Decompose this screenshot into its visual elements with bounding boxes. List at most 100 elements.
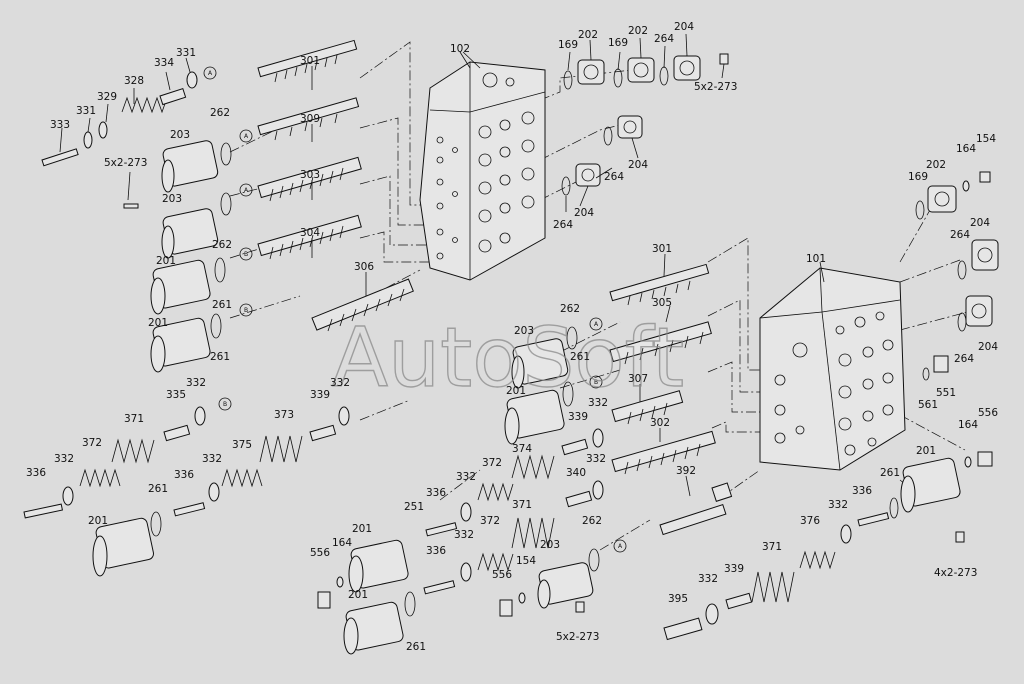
label-201: 201: [156, 255, 176, 267]
label-303: 303: [300, 169, 320, 181]
label-339: 339: [310, 389, 330, 401]
label-305: 305: [652, 297, 672, 309]
label-334: 334: [154, 57, 174, 69]
label-551: 551: [936, 387, 956, 399]
label-261: 261: [880, 467, 900, 479]
spool-307: [611, 390, 684, 425]
valve-body-102: [419, 61, 546, 281]
label-332: 332: [330, 377, 350, 389]
springs: [79, 96, 836, 603]
label-373: 373: [274, 409, 294, 421]
spool-304: [257, 214, 362, 260]
label-332: 332: [698, 573, 718, 585]
label-375: 375: [232, 439, 252, 451]
label-372: 372: [482, 457, 502, 469]
label-309: 309: [300, 113, 320, 125]
label-304: 304: [300, 227, 320, 239]
callout-b3: B: [218, 397, 232, 411]
spool-306: [311, 278, 414, 332]
label-264: 264: [654, 33, 674, 45]
label-264: 264: [553, 219, 573, 231]
label-203: 203: [162, 193, 182, 205]
label-371: 371: [124, 413, 144, 425]
label-336: 336: [426, 545, 446, 557]
label-261: 261: [212, 299, 232, 311]
label-392: 392: [676, 465, 696, 477]
label-262: 262: [582, 515, 602, 527]
label-372: 372: [480, 515, 500, 527]
label-262: 262: [210, 107, 230, 119]
label-169: 169: [558, 39, 578, 51]
label-332: 332: [828, 499, 848, 511]
label-339: 339: [724, 563, 744, 575]
label-164: 164: [956, 143, 976, 155]
label-336: 336: [174, 469, 194, 481]
spool-302: [611, 430, 716, 475]
label-5x2-273: 5x2-273: [104, 157, 147, 169]
label-204: 204: [674, 21, 694, 33]
label-5x2-273: 5x2-273: [694, 81, 737, 93]
label-202: 202: [926, 159, 946, 171]
spool-305: [609, 321, 712, 365]
label-556: 556: [492, 569, 512, 581]
label-201: 201: [506, 385, 526, 397]
valve-body-101: [759, 267, 906, 471]
spool-392: [659, 482, 733, 536]
svg-text:B: B: [594, 379, 598, 386]
label-371: 371: [762, 541, 782, 553]
part-labels: 102 169 202 169 202 264 204 5x2-273 204 …: [26, 21, 998, 653]
label-301: 301: [300, 55, 320, 67]
spool-301-lower: [609, 263, 710, 306]
label-371: 371: [512, 499, 532, 511]
callout-a4: A: [589, 317, 603, 331]
callout-a3: A: [239, 183, 253, 197]
label-264: 264: [954, 353, 974, 365]
label-340: 340: [566, 467, 586, 479]
label-261: 261: [148, 483, 168, 495]
label-204: 204: [970, 217, 990, 229]
leader-lines: [59, 33, 825, 497]
callout-a1: A: [203, 66, 217, 80]
callout-a2: A: [239, 129, 253, 143]
label-336: 336: [426, 487, 446, 499]
label-262: 262: [212, 239, 232, 251]
label-301: 301: [652, 243, 672, 255]
label-332: 332: [454, 529, 474, 541]
label-307: 307: [628, 373, 648, 385]
label-201: 201: [916, 445, 936, 457]
label-169: 169: [908, 171, 928, 183]
label-164: 164: [958, 419, 978, 431]
label-332: 332: [456, 471, 476, 483]
label-201: 201: [88, 515, 108, 527]
label-251: 251: [404, 501, 424, 513]
label-561: 561: [918, 399, 938, 411]
o-rings: [150, 66, 967, 617]
label-204: 204: [628, 159, 648, 171]
callout-b2: B: [239, 303, 253, 317]
label-202: 202: [628, 25, 648, 37]
label-203: 203: [540, 539, 560, 551]
svg-text:A: A: [594, 321, 599, 328]
label-395: 395: [668, 593, 688, 605]
svg-text:A: A: [244, 133, 249, 140]
spool-309: [257, 97, 360, 141]
label-261: 261: [210, 351, 230, 363]
label-374: 374: [512, 443, 532, 455]
label-336: 336: [852, 485, 872, 497]
spool-303: [257, 156, 362, 202]
label-332: 332: [186, 377, 206, 389]
svg-text:A: A: [618, 543, 623, 550]
label-264: 264: [950, 229, 970, 241]
label-376: 376: [800, 515, 820, 527]
label-154: 154: [976, 133, 996, 145]
label-302: 302: [650, 417, 670, 429]
label-335: 335: [166, 389, 186, 401]
callout-b1: B: [239, 247, 253, 261]
label-339: 339: [568, 411, 588, 423]
label-203: 203: [514, 325, 534, 337]
label-203: 203: [170, 129, 190, 141]
svg-text:B: B: [223, 401, 227, 408]
caps: [92, 140, 961, 655]
label-331: 331: [76, 105, 96, 117]
label-264: 264: [604, 171, 624, 183]
